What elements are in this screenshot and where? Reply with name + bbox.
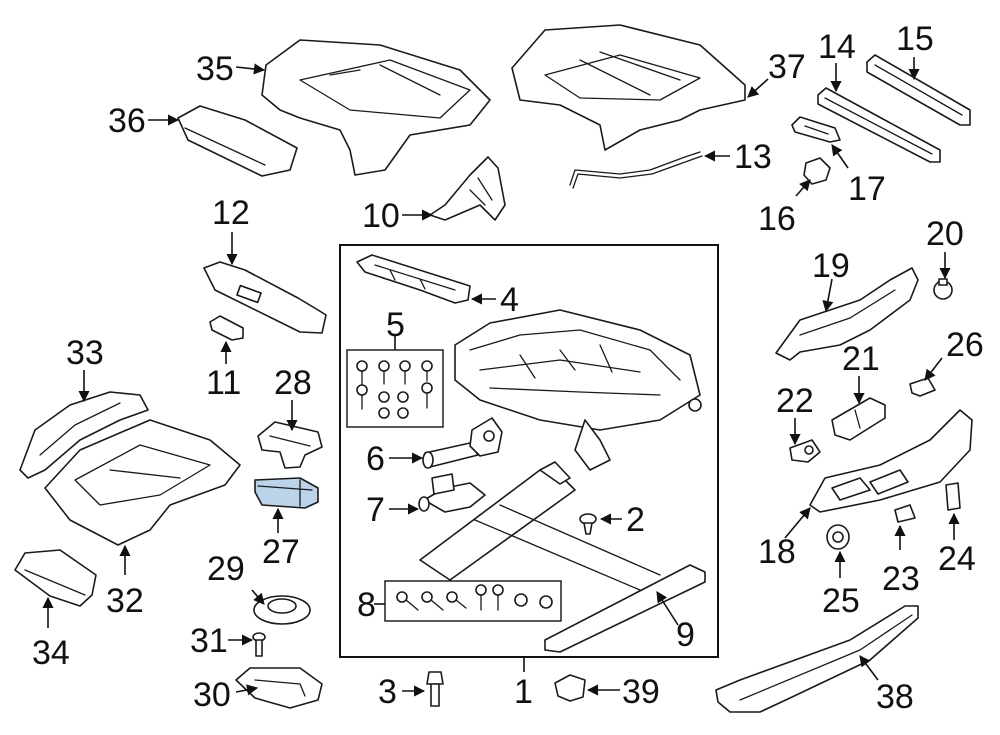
- callout-39: 39: [622, 673, 660, 711]
- callout-11: 11: [206, 364, 241, 402]
- part-bracket[interactable]: [429, 156, 506, 221]
- callout-24: 24: [938, 540, 976, 578]
- callout-7: 7: [366, 491, 385, 529]
- part-small-cap[interactable]: [894, 504, 916, 523]
- part-seat-motor[interactable]: [422, 417, 503, 469]
- callout-20: 20: [926, 215, 964, 253]
- callout-5: 5: [386, 306, 405, 344]
- callout-10: 10: [362, 197, 400, 235]
- callout-22: 22: [776, 382, 814, 420]
- part-cushion-foam[interactable]: [44, 419, 241, 546]
- part-round-cap[interactable]: [826, 524, 850, 550]
- part-cushion-pad[interactable]: [177, 105, 298, 177]
- callout-27: 27: [262, 533, 300, 571]
- part-front-trim[interactable]: [203, 261, 327, 334]
- part-screw[interactable]: [579, 513, 597, 535]
- seat-frame-assembly-box: [339, 244, 719, 658]
- callout-37: 37: [768, 48, 806, 86]
- part-trim-pad[interactable]: [14, 549, 97, 607]
- part-knob[interactable]: [933, 278, 953, 300]
- part-module-highlighted[interactable]: [254, 477, 319, 509]
- callout-38: 38: [876, 678, 914, 716]
- part-trim-clip[interactable]: [209, 315, 244, 341]
- part-base-bracket[interactable]: [235, 667, 323, 709]
- part-bracket-28[interactable]: [257, 421, 323, 469]
- part-control-module[interactable]: [831, 397, 886, 441]
- part-screw-31[interactable]: [252, 632, 266, 657]
- part-cushion-cover[interactable]: [511, 24, 746, 151]
- part-seat-frame[interactable]: [454, 309, 702, 471]
- part-connector[interactable]: [789, 439, 821, 463]
- callout-28: 28: [274, 364, 312, 402]
- callout-3: 3: [378, 673, 397, 711]
- callout-9: 9: [676, 616, 695, 654]
- part-hardware-kit[interactable]: [356, 360, 433, 419]
- callout-23: 23: [882, 560, 920, 598]
- part-wire-harness[interactable]: [569, 151, 703, 189]
- part-side-bolster[interactable]: [19, 391, 149, 479]
- callout-36: 36: [108, 102, 146, 140]
- callout-1: 1: [514, 673, 533, 711]
- part-cap[interactable]: [803, 157, 831, 185]
- callout-31: 31: [190, 622, 228, 660]
- part-switch[interactable]: [909, 377, 936, 397]
- part-bolt[interactable]: [426, 671, 444, 707]
- callout-4: 4: [500, 281, 519, 319]
- callout-34: 34: [32, 634, 70, 672]
- callout-25: 25: [822, 582, 860, 620]
- callout-6: 6: [366, 440, 385, 478]
- bolts-kit-box: [384, 580, 562, 622]
- callout-13: 13: [734, 138, 772, 176]
- part-clip[interactable]: [554, 674, 586, 702]
- callout-19: 19: [812, 247, 850, 285]
- callout-17: 17: [848, 170, 886, 208]
- part-bolts-kit[interactable]: [396, 584, 553, 611]
- part-height-motor[interactable]: [418, 473, 486, 513]
- callout-2: 2: [626, 501, 645, 539]
- callout-33: 33: [66, 334, 104, 372]
- callout-30: 30: [193, 676, 231, 714]
- callout-15: 15: [896, 20, 934, 58]
- callout-32: 32: [106, 582, 144, 620]
- callout-8: 8: [357, 586, 376, 624]
- part-side-frame[interactable]: [775, 267, 919, 361]
- part-seat-cushion[interactable]: [261, 39, 491, 176]
- part-rail-trim-outer[interactable]: [866, 54, 971, 126]
- part-side-panel[interactable]: [809, 409, 973, 513]
- callout-12: 12: [212, 194, 250, 232]
- callout-18: 18: [758, 533, 796, 571]
- callout-21: 21: [842, 340, 880, 378]
- callout-14: 14: [818, 28, 856, 66]
- callout-29: 29: [207, 550, 245, 588]
- highlighted-part-body[interactable]: [254, 477, 319, 509]
- callout-26: 26: [946, 326, 984, 364]
- part-motor-cover[interactable]: [253, 595, 311, 625]
- callout-35: 35: [196, 50, 234, 88]
- part-small-trim[interactable]: [945, 482, 961, 511]
- part-small-cover[interactable]: [791, 116, 841, 143]
- part-front-shield[interactable]: [356, 254, 471, 304]
- callout-16: 16: [758, 200, 796, 238]
- part-long-side-trim[interactable]: [715, 605, 919, 713]
- part-seat-track[interactable]: [419, 461, 706, 653]
- part-rail-trim-inner[interactable]: [817, 87, 941, 163]
